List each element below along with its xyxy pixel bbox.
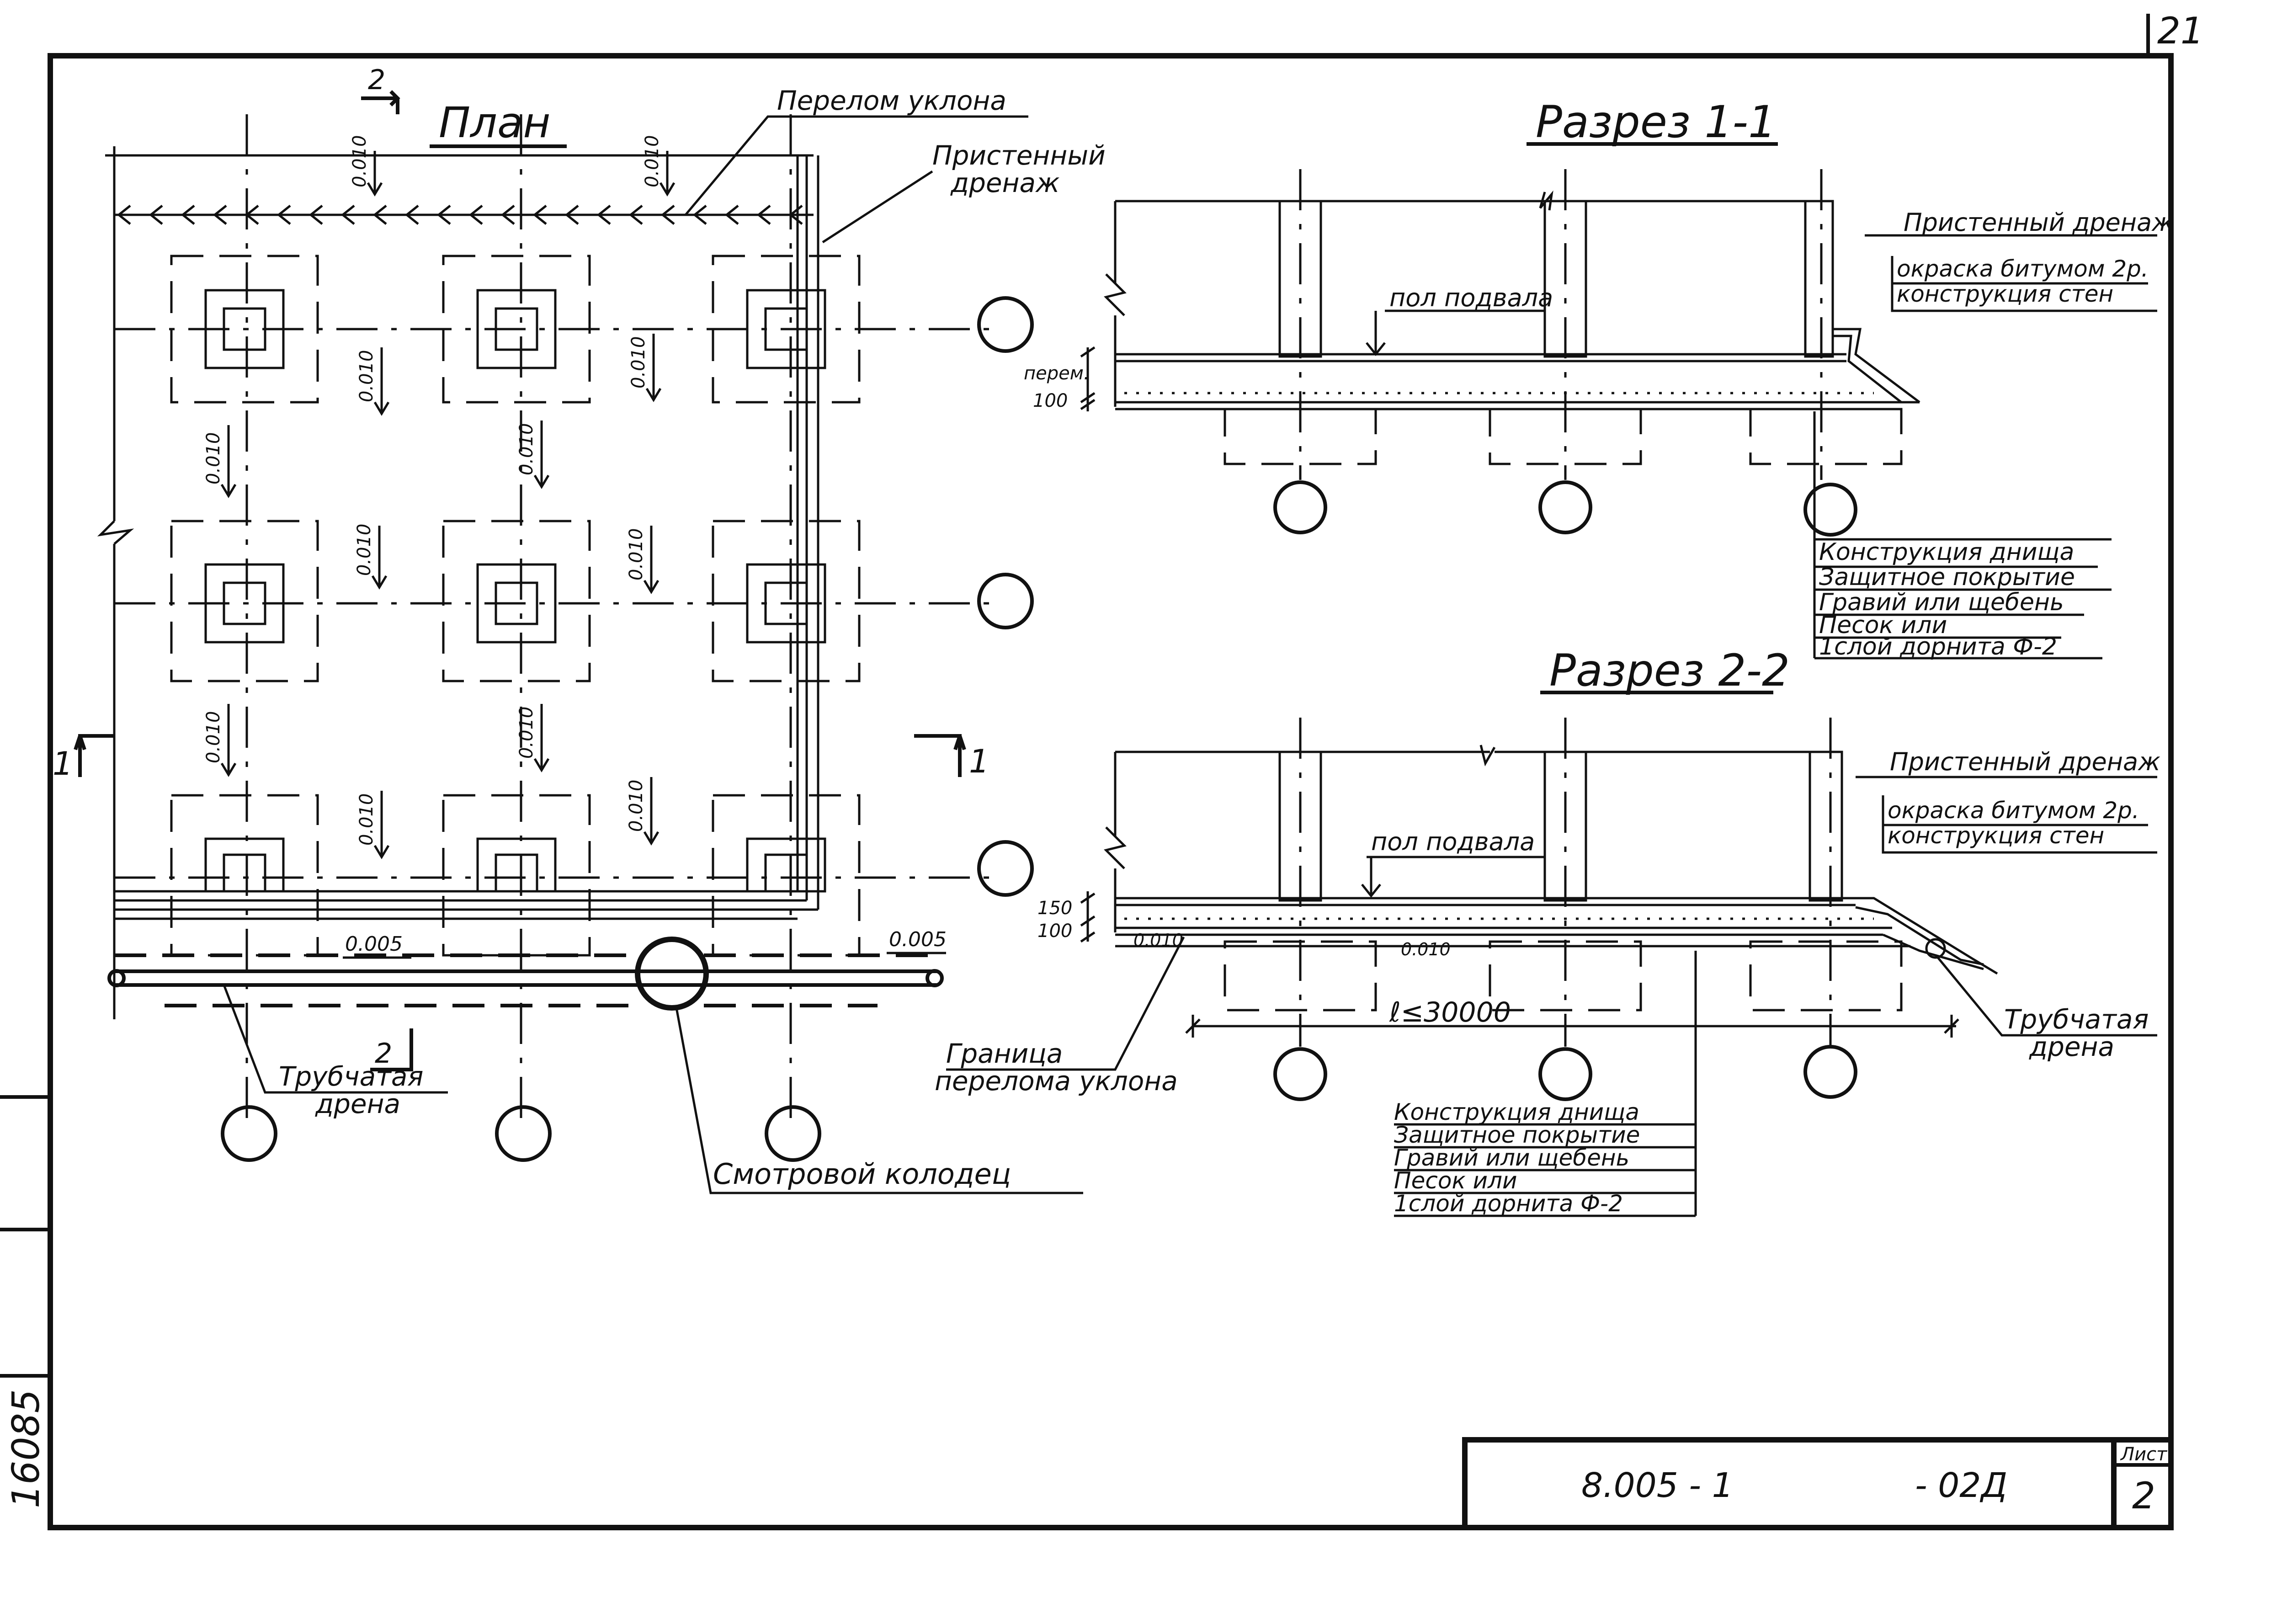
tube-drain-label-1: Трубчатая: [279, 1061, 423, 1092]
plan-section-1-left: 1: [53, 745, 73, 783]
slope-value: 0.010: [356, 793, 377, 846]
section-1-wall-drainage: Пристенный дренаж: [1904, 208, 2174, 237]
sheet-number: 2: [2132, 1475, 2155, 1517]
slope-value: 0.010: [642, 135, 663, 187]
plan-slope-arrows: [220, 151, 676, 859]
tube-drain-pipe: [107, 953, 944, 1007]
plan-title: План: [439, 98, 551, 147]
section-2-dimensions: [1080, 891, 1959, 1038]
section-2-boundary-1: Граница: [946, 1038, 1063, 1069]
plan-section-2-top: 2: [368, 64, 385, 96]
slope-value: 0.010: [349, 135, 370, 187]
column-footings: [170, 255, 861, 957]
wall-drainage-label-1: Пристенный: [932, 140, 1106, 171]
section-2-axes: [1299, 718, 1832, 1047]
axis-markers-section-2: [1273, 1045, 1857, 1101]
section-2-dim-top: 150: [1037, 898, 1072, 919]
section-2-slope-mid: 0.010: [1401, 939, 1451, 959]
section-1-bottom-layers: [1813, 411, 2112, 660]
section-2-span: ℓ≤30000: [1389, 996, 1511, 1028]
section-1-wall-layer: конструкция стен: [1897, 281, 2113, 307]
section-1-title: Разрез 1-1: [1536, 96, 1776, 148]
section-1-layer: Конструкция днища: [1819, 538, 2074, 566]
slope-value: 0.010: [626, 528, 647, 580]
section-2-title: Разрез 2-2: [1549, 645, 1790, 696]
axis-markers-section-1: [1273, 480, 1857, 537]
slope-005-left: 0.005: [345, 932, 403, 956]
section-1-dim-top: перем.: [1024, 363, 1090, 384]
slope-value: 0.010: [356, 350, 377, 402]
section-2-layer: 1слой дорнита Ф-2: [1394, 1190, 1623, 1217]
section-2-tube-drain-1: Трубчатая: [2004, 1004, 2149, 1035]
section-2-layer: Песок или: [1394, 1167, 1517, 1194]
manhole-symbol: [635, 937, 709, 1011]
sheet-label: Лист: [2120, 1444, 2168, 1465]
section-1-layer: Гравий или щебень: [1819, 589, 2064, 616]
section-2-structure: [1104, 745, 1998, 975]
slope-value: 0.010: [626, 779, 647, 832]
corner-sheet-number: 21: [2157, 10, 2204, 52]
section-2-floor-label: пол подвала: [1371, 827, 1535, 856]
slope-005-right: 0.005: [889, 928, 947, 951]
section-2-wall-layer: окраска битумом 2р.: [1888, 797, 2139, 824]
section-1-floor-label: пол подвала: [1389, 283, 1553, 312]
section-1-dimensions: [1080, 346, 1096, 411]
section-1-layer: 1слой дорнита Ф-2: [1819, 633, 2057, 660]
slope-break-label: Перелом уклона: [777, 85, 1006, 116]
slope-value: 0.010: [203, 711, 224, 763]
side-archive-number: 16085: [5, 1389, 48, 1508]
section-2-footings: [1223, 940, 1903, 1012]
sheet-frame: [0, 14, 2174, 1530]
section-1-axes: [1299, 169, 1823, 480]
section-2-layer: Конструкция днища: [1394, 1099, 1639, 1125]
title-block: [1462, 1437, 2174, 1530]
slope-value: 0.010: [203, 432, 224, 485]
document-designation: 8.005 - 1: [1581, 1466, 1734, 1505]
wall-drainage-label-2: дренаж: [950, 167, 1059, 198]
slope-value: 0.010: [516, 423, 537, 475]
slope-value: 0.010: [628, 336, 649, 389]
section-2-wall-drainage: Пристенный дренаж: [1890, 747, 2160, 776]
section-2-bottom-layers: [1394, 951, 1697, 1217]
slope-value: 0.010: [354, 523, 375, 576]
slope-break-arrows: [118, 205, 803, 225]
plan-section-1-right: 1: [969, 743, 989, 780]
section-2-layer: Гравий или щебень: [1394, 1145, 1629, 1171]
slope-value: 0.010: [516, 706, 537, 759]
plan-outline: [97, 146, 814, 1019]
axis-markers-plan: [221, 296, 1034, 1162]
section-1-layer: Песок или: [1819, 612, 1947, 639]
section-2-wall-layer: конструкция стен: [1888, 822, 2104, 849]
section-1-wall-layer: окраска битумом 2р.: [1897, 256, 2149, 282]
plan-section-2-bottom: 2: [375, 1038, 392, 1070]
section-2-layer: Защитное покрытие: [1394, 1122, 1640, 1148]
section-1-layer: Защитное покрытие: [1819, 564, 2075, 591]
section-1-footings: [1223, 408, 1903, 465]
section-1-dim-bottom: 100: [1033, 390, 1068, 411]
document-code: - 02Д: [1915, 1466, 2007, 1505]
manhole-label: Смотровой колодец: [713, 1157, 1011, 1191]
section-2-slope-left: 0.010: [1133, 930, 1183, 950]
section-2-dim-bottom: 100: [1037, 921, 1072, 942]
